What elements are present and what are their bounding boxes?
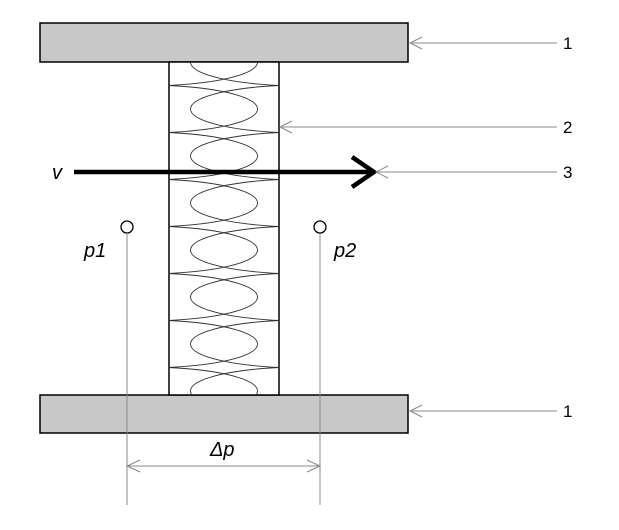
leader-arrow-1-top [408,36,423,50]
insulation-fiber-right [169,320,258,368]
top-plate [39,22,409,63]
insulation-fiber-left [190,179,279,227]
dimension-arrow-right [306,459,322,473]
leader-arrow-2 [278,120,293,134]
insulation-core [168,61,280,396]
insulation-fiber-right [169,62,258,86]
insulation-fiber-right [169,132,258,180]
velocity-label: v [52,162,63,184]
insulation-fiber-right [169,179,258,227]
callout-2: 2 [563,118,572,137]
insulation-fiber-right [169,273,258,321]
insulation-fiber-right [169,226,258,274]
callout-3: 3 [563,163,572,182]
insulation-fiber-left [190,132,279,180]
callout-1-bottom: 1 [563,402,572,421]
leader-arrow-1-bottom [408,404,423,418]
insulation-fiber-left [190,226,279,274]
pressure-2-label: p2 [333,240,356,262]
pressure-tap-right [313,220,327,234]
bottom-plate [39,394,409,434]
callout-1-top: 1 [563,34,572,53]
insulation-pattern [169,62,279,395]
insulation-fiber-left [190,273,279,321]
insulation-fiber-right [169,367,258,395]
pressure-tap-left [120,220,134,234]
pressure-1-label: p1 [83,240,106,262]
pressure-difference-label: Δp [209,439,235,461]
flow-arrow-head [350,155,378,189]
insulation-fiber-right [169,85,258,133]
insulation-fiber-left [190,367,279,395]
leader-arrow-3 [374,165,389,179]
insulation-fiber-left [190,320,279,368]
dimension-arrow-left [125,459,141,473]
insulation-fiber-left [190,62,279,86]
insulation-fiber-left [190,85,279,133]
